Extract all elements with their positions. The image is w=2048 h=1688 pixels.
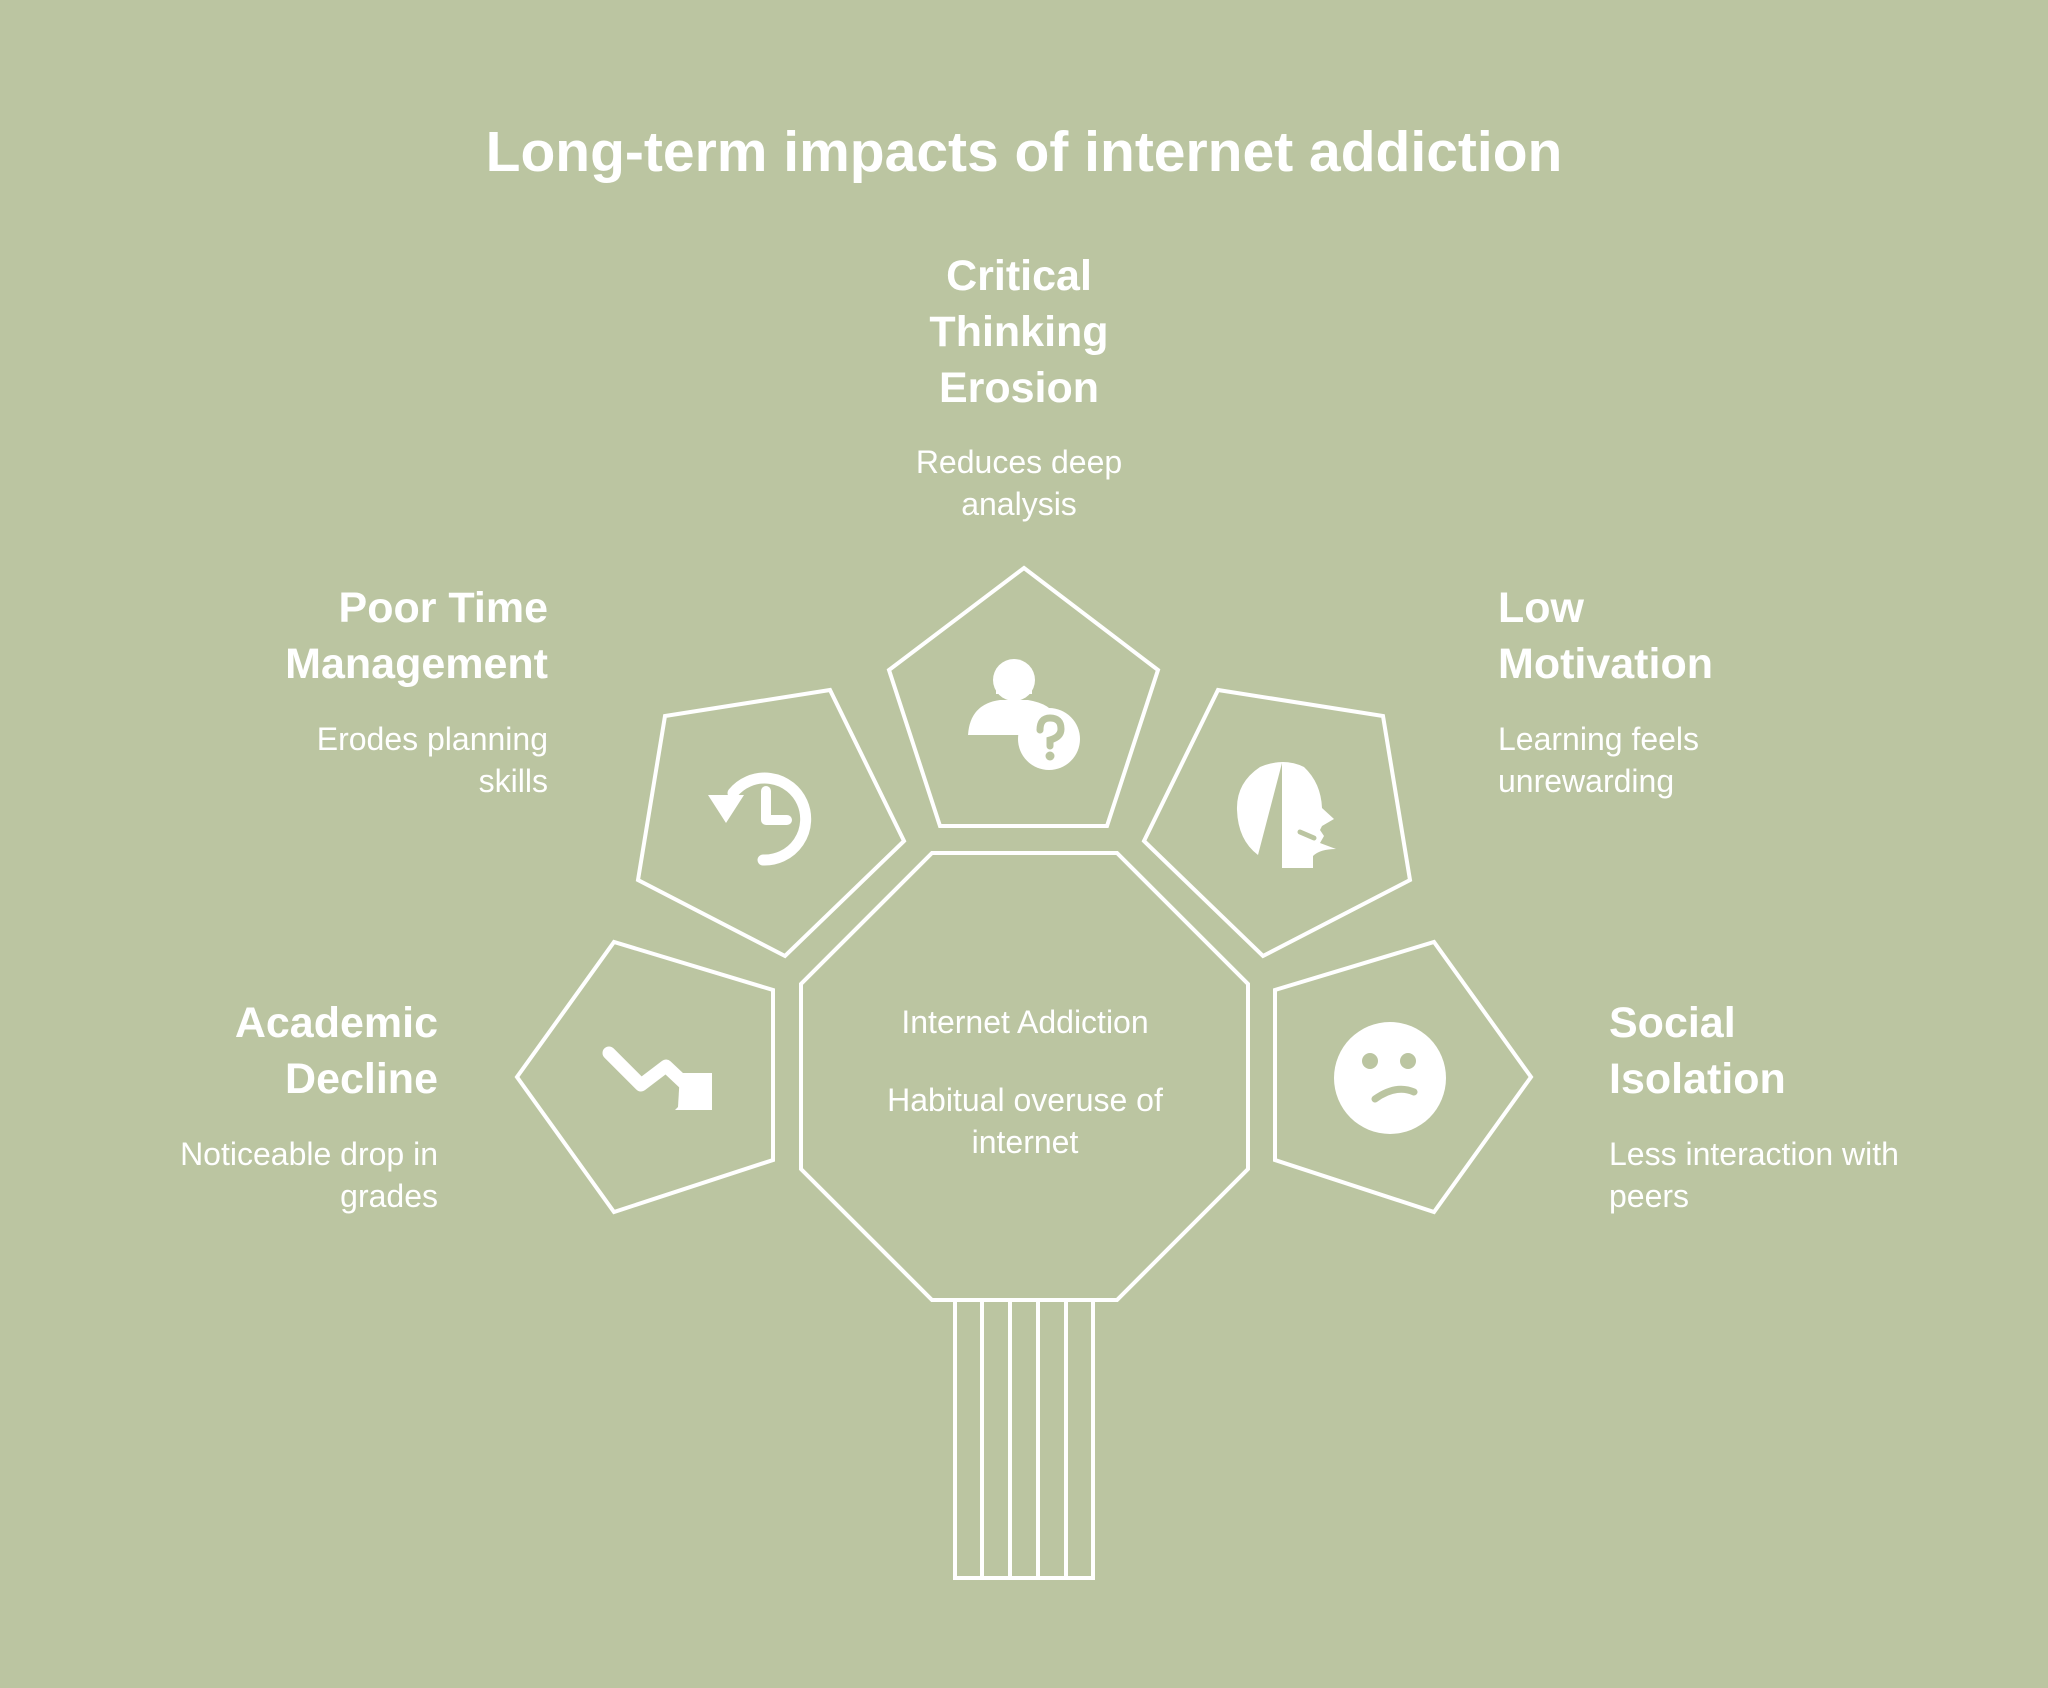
branch-shape-social-isolation: [1273, 939, 1534, 1215]
hub-octagon: [799, 851, 1250, 1302]
branch-description-time-management: Erodes planning skills: [316, 721, 548, 799]
history-clock-icon: [708, 772, 812, 866]
branch-shape-time-management: [635, 687, 907, 959]
branch-heading-social-isolation: Social Isolation: [1609, 999, 1786, 1103]
branch-heading-critical-thinking: Critical Thinking Erosion: [929, 252, 1109, 412]
hub-stem: [953, 1298, 1095, 1580]
branch-shape-critical-thinking: [886, 565, 1161, 828]
branch-heading-academic-decline: Academic Decline: [234, 999, 438, 1103]
branch-shape-academic-decline: [514, 939, 775, 1215]
trending-down-icon: [602, 1046, 712, 1110]
branch-description-social-isolation: Less interaction with peers: [1609, 1136, 1899, 1214]
branch-description-academic-decline: Noticeable drop in grades: [180, 1136, 438, 1214]
confused-face-icon: [1334, 1022, 1446, 1134]
diagram-title: Long-term impacts of internet addiction: [485, 120, 1563, 184]
branch-heading-low-motivation: Low Motivation: [1498, 584, 1713, 688]
branch-shape-low-motivation: [1141, 687, 1413, 959]
head-profile-icon: [1236, 762, 1336, 868]
hub-title: Internet Addiction: [901, 1004, 1149, 1040]
hub-description: Habitual overuse of internet: [887, 1082, 1163, 1160]
branch-description-critical-thinking: Reduces deep analysis: [915, 444, 1123, 522]
person-question-icon: [968, 659, 1080, 770]
branch-heading-time-management: Poor Time Management: [285, 584, 548, 688]
branch-description-low-motivation: Learning feels unrewarding: [1498, 721, 1700, 799]
